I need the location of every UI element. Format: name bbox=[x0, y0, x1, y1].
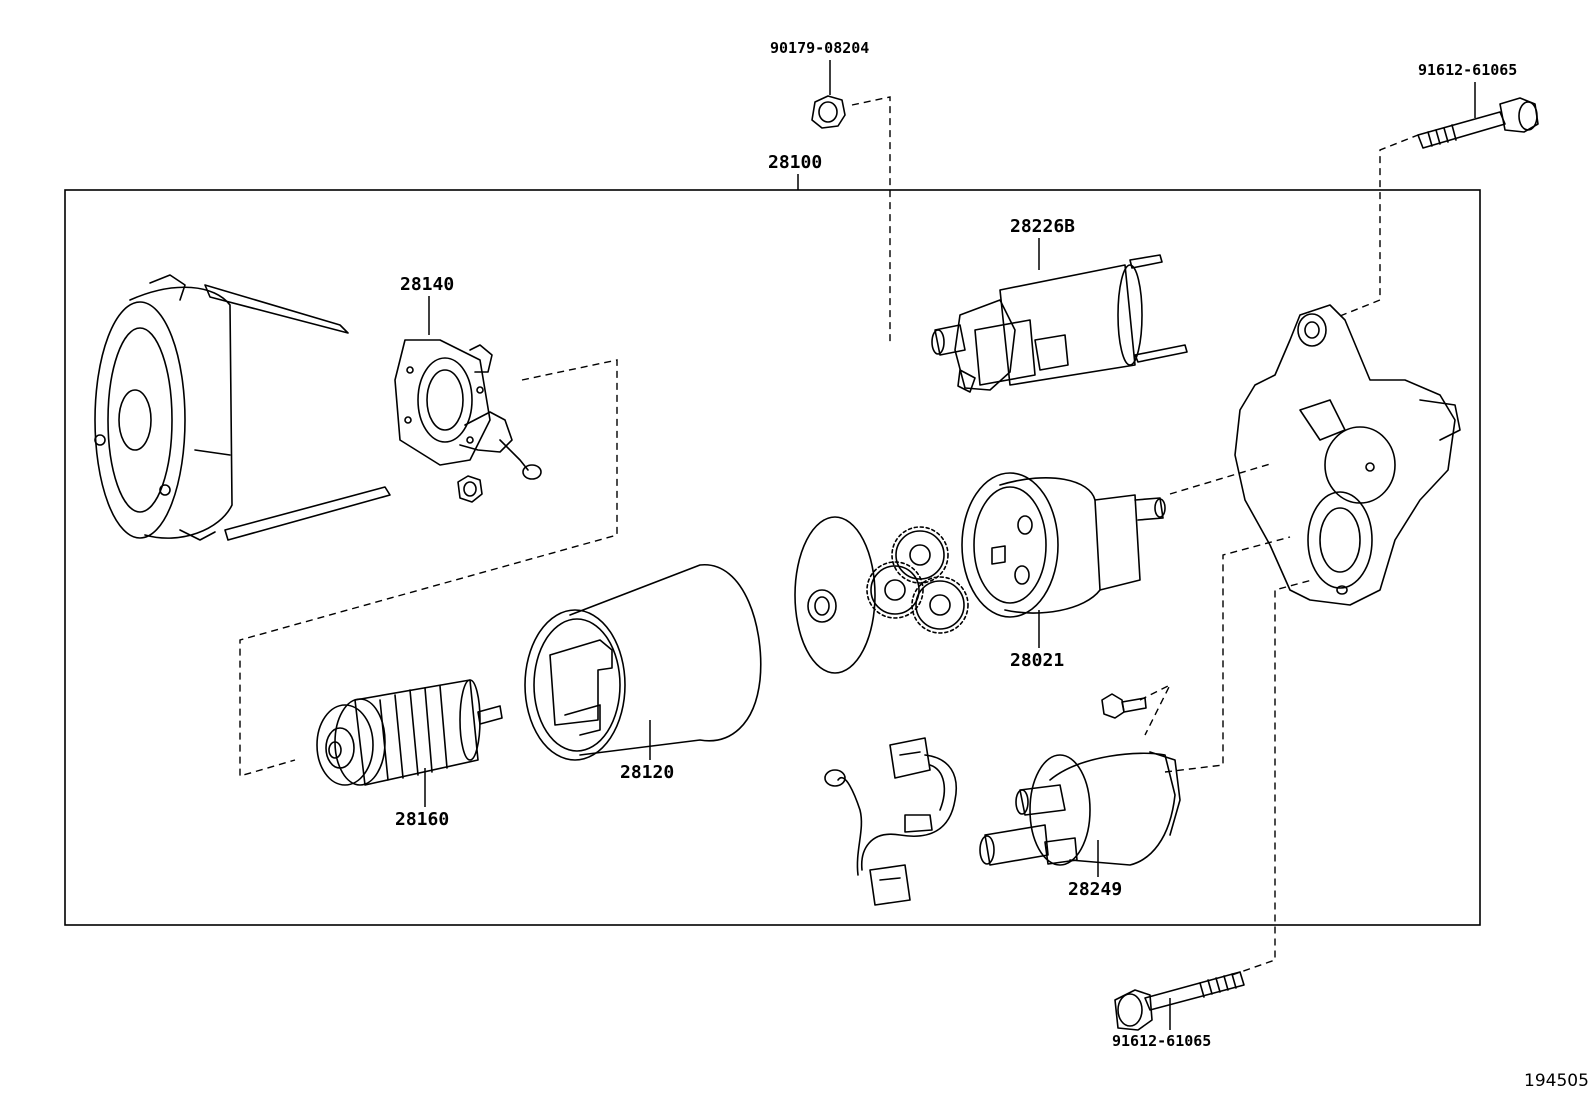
label-armature-28160: 28160 bbox=[395, 809, 449, 830]
dash-screw bbox=[1139, 683, 1172, 736]
wire-harness-icon bbox=[824, 737, 957, 906]
dash-bolt-top bbox=[1339, 134, 1419, 317]
dash-solenoid-housing bbox=[1164, 536, 1291, 773]
label-nut-top: 90179-08204 bbox=[770, 39, 869, 57]
clutch-icon bbox=[961, 472, 1166, 618]
nut-icon bbox=[811, 95, 846, 129]
screw-icon bbox=[1101, 693, 1147, 719]
label-bolt-top: 91612-61065 bbox=[1418, 61, 1517, 79]
washer-icon bbox=[794, 516, 876, 674]
label-clutch-28021: 28021 bbox=[1010, 650, 1064, 671]
label-holder-28226B: 28226B bbox=[1010, 216, 1075, 237]
solenoid-icon bbox=[979, 751, 1181, 866]
bolt-top-icon bbox=[1417, 97, 1539, 149]
end-housing-icon bbox=[94, 274, 391, 541]
bolt-bottom-icon bbox=[1114, 971, 1245, 1031]
label-assembly-28100: 28100 bbox=[768, 152, 822, 173]
dash-brush-plate bbox=[239, 359, 618, 777]
planetary-gear-icon bbox=[866, 526, 969, 634]
assembly-frame bbox=[64, 189, 1481, 926]
brush-plate-icon bbox=[394, 339, 542, 503]
brush-holder-icon bbox=[931, 254, 1188, 393]
yoke-icon bbox=[524, 564, 762, 761]
figure-number: 194505 bbox=[1524, 1071, 1589, 1091]
label-brush-plate-28140: 28140 bbox=[400, 274, 454, 295]
drive-housing-icon bbox=[1234, 304, 1461, 606]
label-solenoid-28249: 28249 bbox=[1068, 879, 1122, 900]
dash-clutch-housing bbox=[1169, 463, 1271, 495]
label-bolt-bottom: 91612-61065 bbox=[1112, 1032, 1211, 1050]
dash-nut bbox=[851, 96, 891, 343]
dash-bolt-bottom bbox=[1231, 579, 1313, 976]
label-yoke-28120: 28120 bbox=[620, 762, 674, 783]
armature-icon bbox=[316, 679, 503, 786]
